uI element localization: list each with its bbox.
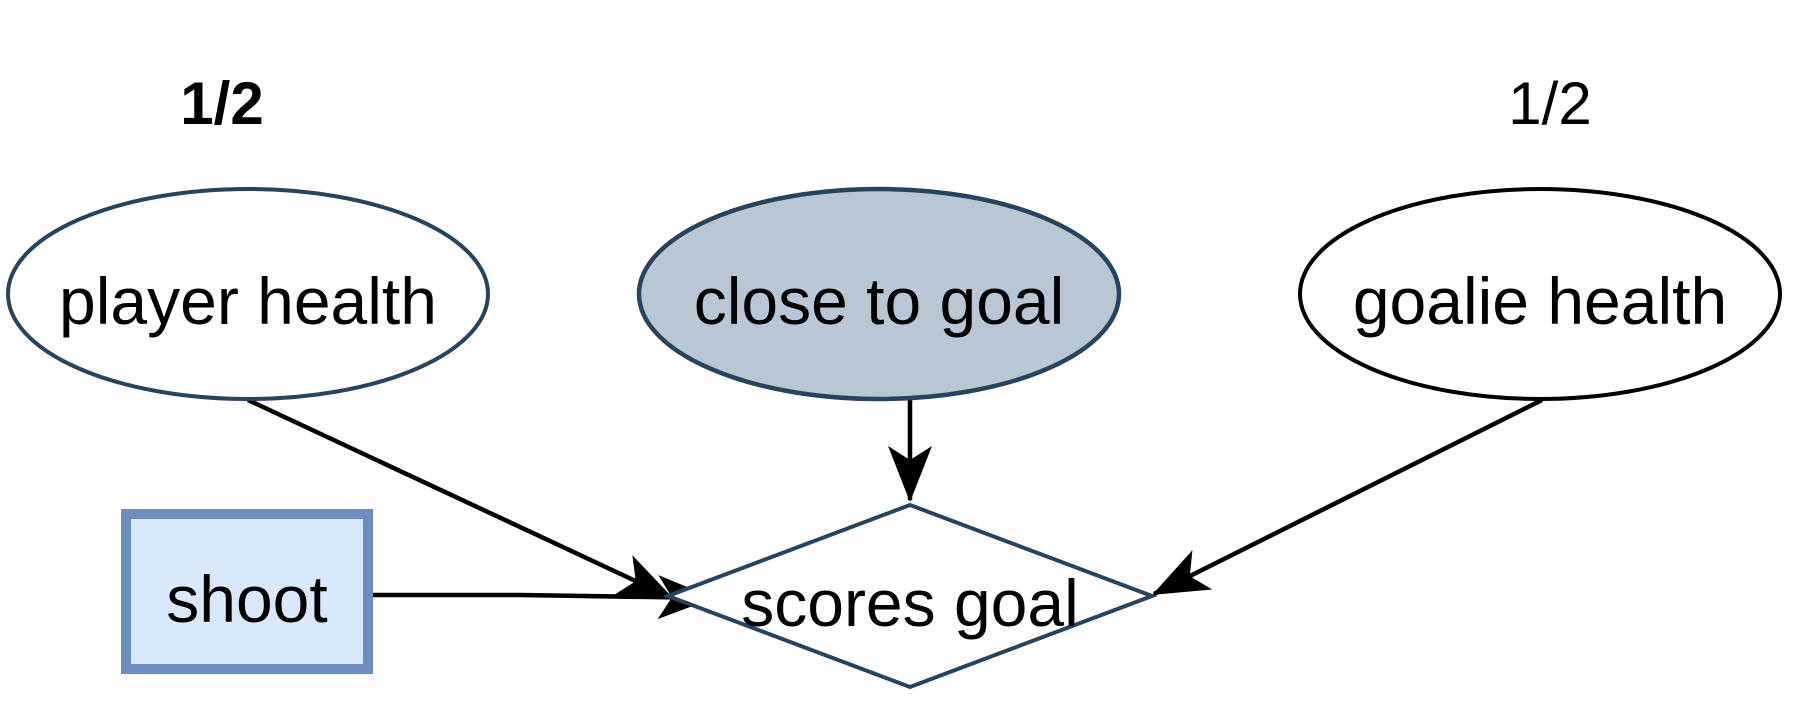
scores-goal-label: scores goal <box>741 566 1079 640</box>
close-to-goal-label: close to goal <box>694 264 1065 338</box>
shoot-box <box>121 509 373 674</box>
scores-goal-diamond <box>662 502 1158 690</box>
node-goalie-health[interactable]: goalie health <box>1298 187 1782 401</box>
goalie-health-label: goalie health <box>1353 264 1727 338</box>
close-to-goal-ellipse <box>636 186 1122 402</box>
goalie-health-ellipse <box>1298 187 1782 401</box>
player-health-label: player health <box>59 264 437 338</box>
player-health-probability: 1/2 <box>180 70 263 137</box>
edges <box>247 397 1544 620</box>
node-scores-goal[interactable]: scores goal <box>662 502 1158 690</box>
node-player-health[interactable]: player health <box>6 187 490 401</box>
edge-player-health-to-scores-goal <box>247 397 674 601</box>
node-close-to-goal[interactable]: close to goal <box>636 186 1122 402</box>
goalie-health-probability: 1/2 <box>1508 70 1591 137</box>
edge-shoot-to-scores-goal <box>372 575 714 620</box>
player-health-ellipse <box>6 187 490 401</box>
node-shoot[interactable]: shoot <box>121 509 373 674</box>
edge-goalie-health-to-scores-goal <box>1152 397 1544 597</box>
shoot-label: shoot <box>166 562 327 636</box>
